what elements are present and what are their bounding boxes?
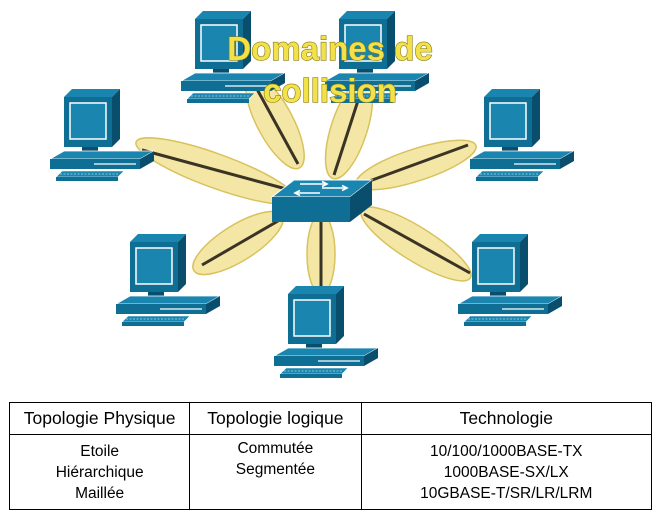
table-row: Etoile Hiérarchique Maillée Commutée Seg… (8, 434, 652, 510)
computer-icon (273, 285, 379, 379)
logical-item: Commutée (237, 440, 314, 457)
computer-icon (469, 88, 575, 182)
technology-item: 10/100/1000BASE-TX (430, 443, 583, 460)
logical-item: Segmentée (235, 461, 316, 478)
technology-item: 1000BASE-SX/LX (443, 464, 569, 481)
link-left (141, 148, 291, 192)
header-logical-topology: Topologie logique (189, 402, 362, 435)
diagram-title-line-1: Domaines de (227, 30, 432, 67)
physical-item: Hiérarchique (55, 464, 144, 481)
cell-physical-topology: Etoile Hiérarchique Maillée (8, 434, 191, 510)
table-header-row: Topologie Physique Topologie logique Tec… (8, 402, 652, 435)
cell-technology: 10/100/1000BASE-TX 1000BASE-SX/LX 10GBAS… (360, 434, 652, 510)
collision-domains-diagram: Domaines de collision (49, 10, 575, 379)
computer-icon (457, 233, 563, 327)
link-right (363, 143, 469, 185)
link-bottom-right (363, 212, 471, 275)
topology-table: Topologie Physique Topologie logique Tec… (8, 402, 652, 510)
link-top-left (250, 79, 300, 165)
cell-logical-topology: Commutée Segmentée (189, 434, 362, 510)
physical-item: Etoile (80, 443, 120, 460)
diagram-title-line-2: collision (263, 72, 397, 109)
computer-icon (49, 88, 155, 182)
header-physical-topology: Topologie Physique (8, 402, 191, 435)
technology-item: 10GBASE-T/SR/LR/LRM (420, 485, 593, 502)
header-technology: Technologie (360, 402, 652, 435)
switch-icon (270, 179, 374, 222)
link-bottom-left (201, 219, 279, 267)
physical-item: Maillée (75, 485, 125, 502)
